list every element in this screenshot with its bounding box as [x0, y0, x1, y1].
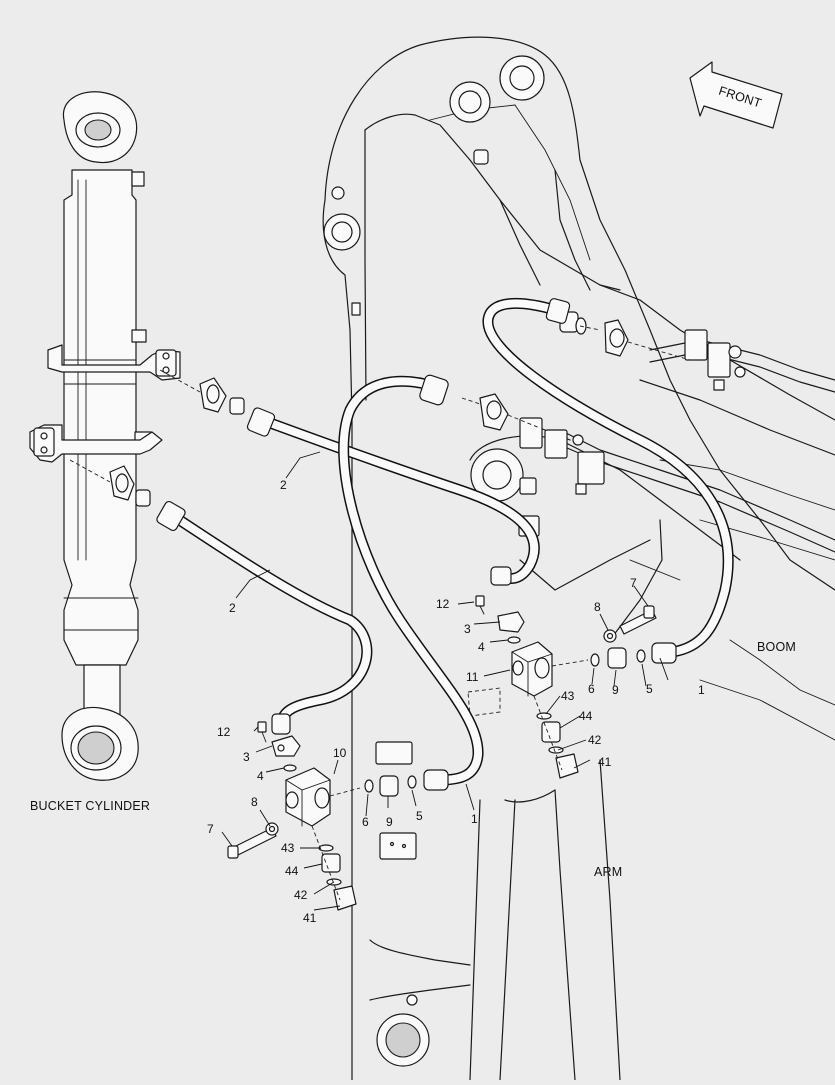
callout-8-left: 8 [251, 795, 258, 809]
callout-6-right: 6 [588, 682, 595, 696]
callout-9-left: 9 [386, 815, 393, 829]
callout-3-right: 3 [464, 622, 471, 636]
callout-3-left: 3 [243, 750, 250, 764]
callout-10: 10 [333, 746, 347, 760]
hoses [156, 297, 734, 791]
callout-8-right: 8 [594, 600, 601, 614]
callout-5-left: 5 [416, 809, 423, 823]
left-block-assembly [227, 721, 417, 911]
bucket-cylinder [29, 91, 245, 781]
callout-42-right: 42 [588, 733, 602, 747]
callout-12-left: 12 [217, 725, 231, 739]
front-direction-arrow: FRONT [689, 61, 783, 129]
section-labels: BUCKET CYLINDER BOOM ARM [30, 640, 796, 879]
callout-4-left: 4 [257, 769, 264, 783]
leader-lines [221, 451, 669, 911]
callout-1-left: 1 [471, 812, 478, 826]
boom-piping [461, 311, 835, 553]
bucket-cylinder-label: BUCKET CYLINDER [30, 799, 150, 813]
callout-12-right: 12 [436, 597, 450, 611]
callout-4-right: 4 [478, 640, 485, 654]
callout-43-right: 43 [561, 689, 575, 703]
callout-numbers: 1 1 2 2 3 3 4 4 5 5 6 6 7 7 8 8 9 9 10 1… [207, 478, 705, 925]
boom-label: BOOM [757, 640, 796, 654]
callout-41-left: 41 [303, 911, 317, 925]
right-block-assembly [475, 595, 657, 779]
callout-42-left: 42 [294, 888, 308, 902]
callout-44-left: 44 [285, 864, 299, 878]
callout-2-upper: 2 [280, 478, 287, 492]
boom-structure [322, 36, 835, 1081]
callout-9-right: 9 [612, 683, 619, 697]
callout-41-right: 41 [598, 755, 612, 769]
callout-44-right: 44 [579, 709, 593, 723]
callout-2-lower: 2 [229, 601, 236, 615]
callout-43-left: 43 [281, 841, 295, 855]
callout-5-right: 5 [646, 682, 653, 696]
callout-7-right: 7 [630, 576, 637, 590]
callout-11: 11 [466, 670, 479, 684]
callout-7-left: 7 [207, 822, 214, 836]
arm-label: ARM [594, 865, 622, 879]
arm-structure [369, 435, 741, 1081]
callout-6-left: 6 [362, 815, 369, 829]
callout-1-right: 1 [698, 683, 705, 697]
